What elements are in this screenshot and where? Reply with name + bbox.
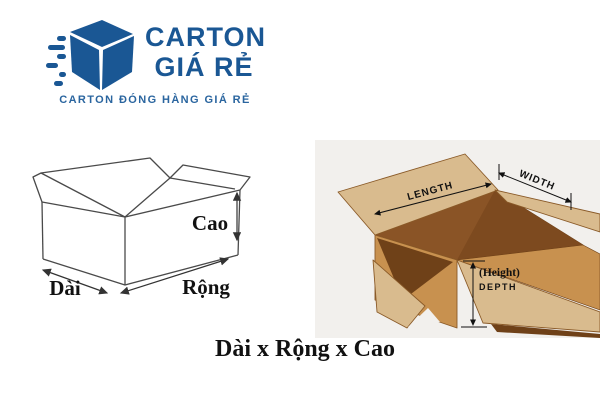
carton-photo-diagram: LENGTH WIDTH (Height) DEPTH xyxy=(315,140,600,338)
height-label-en: (Height) xyxy=(479,267,520,279)
dimensions-caption: Dài x Rộng x Cao xyxy=(214,336,395,362)
brand-title-line2: GIÁ RẺ xyxy=(154,52,254,82)
shipping-box-icon xyxy=(46,20,134,90)
dimension-arrows-en xyxy=(374,164,572,328)
speed-lines-icon xyxy=(46,36,66,86)
cube-icon xyxy=(70,20,134,90)
dimension-arrows xyxy=(41,191,242,295)
length-label-vi: Dài xyxy=(49,276,81,300)
width-label-vi: Rộng xyxy=(182,275,230,299)
brand-tagline: CARTON ĐÓNG HÀNG GIÁ RẺ xyxy=(59,94,251,106)
height-label-vi: Cao xyxy=(192,211,228,235)
brand-title-line1: CARTON xyxy=(145,22,267,52)
logo: CARTON GIÁ RẺ CARTON ĐÓNG HÀNG GIÁ RẺ xyxy=(45,10,275,115)
box-line-diagram: Cao Dài Rộng xyxy=(32,157,251,300)
depth-label-en: DEPTH xyxy=(479,282,517,292)
brand-title: CARTON GIÁ RẺ xyxy=(145,22,267,82)
